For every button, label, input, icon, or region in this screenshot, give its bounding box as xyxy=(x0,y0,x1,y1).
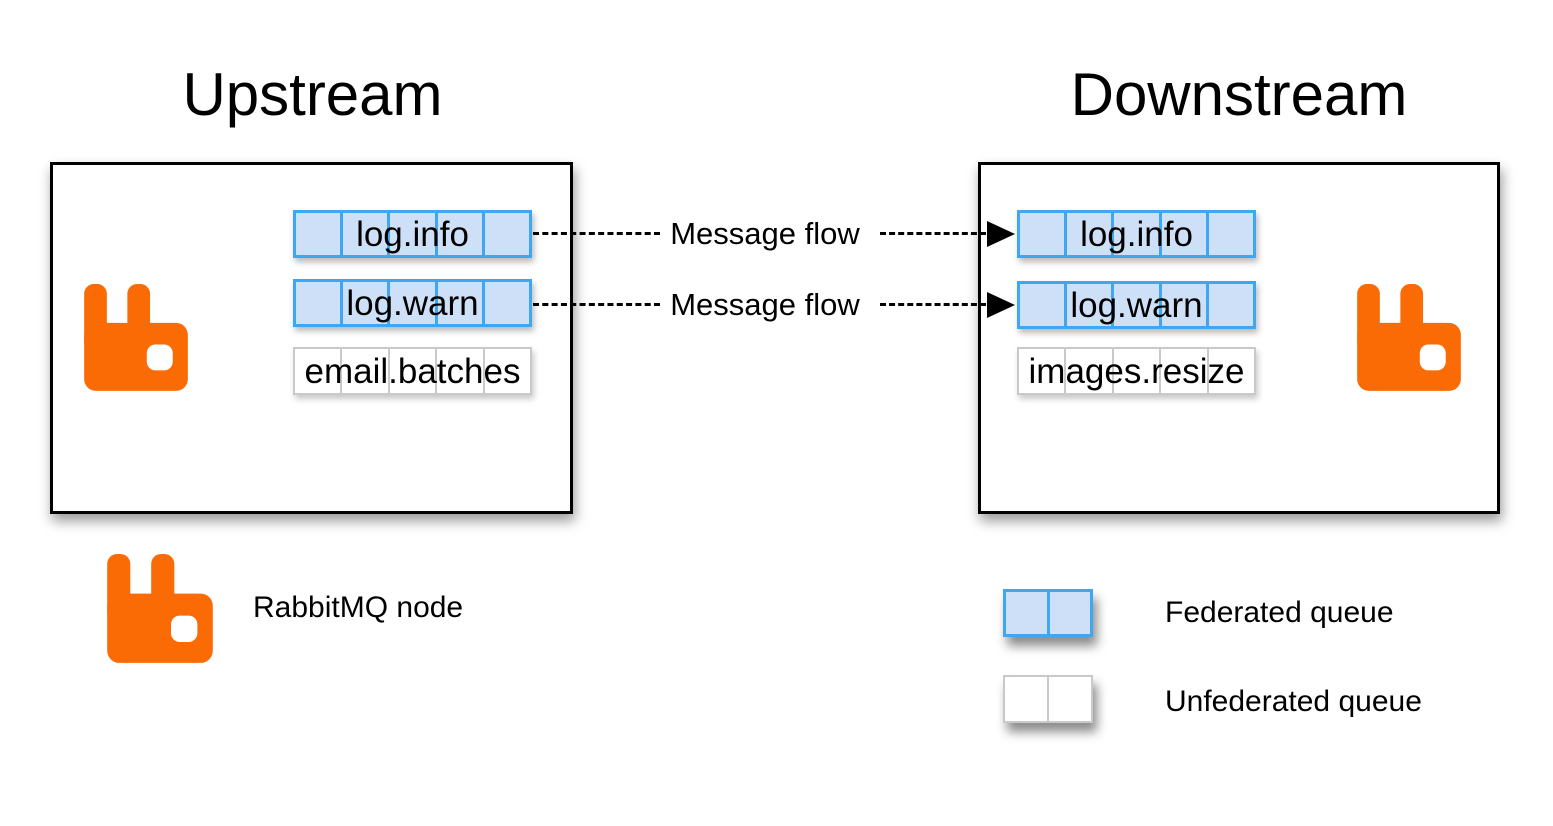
legend-federated-swatch xyxy=(1003,589,1093,637)
legend-federated-label: Federated queue xyxy=(1165,596,1394,629)
queue-segments xyxy=(1020,284,1253,326)
message-flow-dashed-line xyxy=(880,303,986,306)
queue-segments xyxy=(1020,213,1253,255)
queue-name: log.warn xyxy=(346,283,479,323)
queue-name: log.info xyxy=(356,214,469,254)
message-flow-dashed-line xyxy=(880,232,986,235)
upstream-title: Upstream xyxy=(182,61,443,128)
queue-segments xyxy=(1019,349,1254,393)
queue-segments xyxy=(295,349,530,393)
queue-name: log.warn xyxy=(1070,285,1203,325)
queue-segments xyxy=(296,282,529,324)
message-flow-dashed-line xyxy=(533,232,660,235)
queue-downstream-log-info: log.info xyxy=(1017,210,1256,258)
arrowhead-icon xyxy=(987,221,1015,247)
legend-unfederated-swatch xyxy=(1003,675,1093,723)
queue-upstream-log-warn: log.warn xyxy=(293,279,532,327)
queue-upstream-log-info: log.info xyxy=(293,210,532,258)
rabbitmq-logo-icon xyxy=(1355,283,1463,393)
message-flow-label: Message flow xyxy=(670,287,860,322)
queue-name: log.info xyxy=(1080,214,1193,254)
queue-name: images.resize xyxy=(1028,351,1245,391)
queue-segments xyxy=(296,213,529,255)
message-flow-label: Message flow xyxy=(670,216,860,251)
queue-name: email.batches xyxy=(304,351,521,391)
rabbitmq-logo-icon xyxy=(82,282,190,394)
queue-downstream-images-resize: images.resize xyxy=(1017,347,1256,395)
arrowhead-icon xyxy=(987,292,1015,318)
legend-unfederated-label: Unfederated queue xyxy=(1165,685,1422,718)
legend-node-label: RabbitMQ node xyxy=(253,591,464,624)
downstream-title: Downstream xyxy=(1070,61,1408,128)
queue-downstream-log-warn: log.warn xyxy=(1017,281,1256,329)
rabbitmq-logo-icon xyxy=(105,553,215,665)
queue-upstream-email-batches: email.batches xyxy=(293,347,532,395)
message-flow-dashed-line xyxy=(533,303,660,306)
